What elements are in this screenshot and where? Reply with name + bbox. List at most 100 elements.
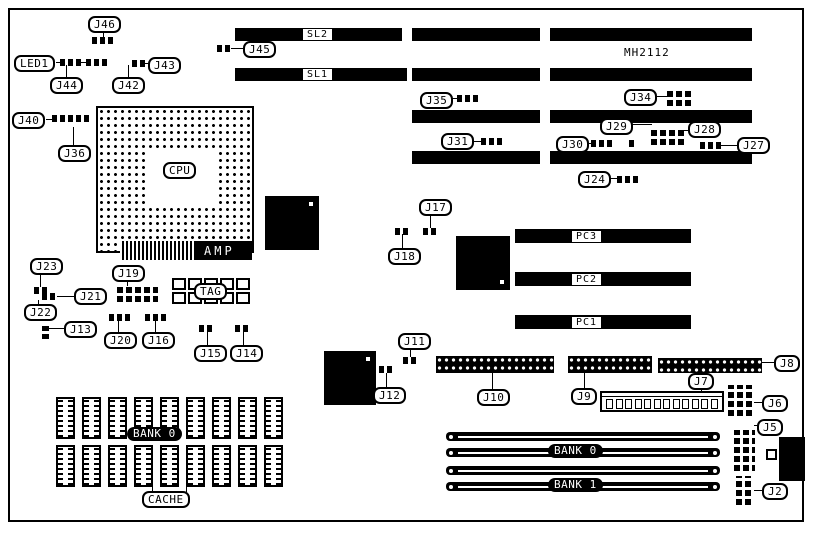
j19-pins bbox=[117, 286, 158, 302]
simm-end-right bbox=[713, 484, 717, 489]
cache-chip bbox=[186, 397, 205, 439]
leader-j8 bbox=[762, 362, 775, 363]
label-j23: J23 bbox=[30, 258, 64, 275]
cache-bank0-label: BANK 0 bbox=[127, 427, 182, 441]
j23-pins bbox=[34, 287, 47, 294]
leader-led1 bbox=[56, 62, 61, 63]
slot-row2-right bbox=[550, 68, 752, 81]
chip-pin1-dot bbox=[500, 280, 504, 284]
j15-pins bbox=[199, 325, 213, 332]
simm-end-right bbox=[713, 450, 717, 455]
cache-chip bbox=[212, 445, 231, 487]
j27-pins bbox=[700, 142, 721, 149]
j7-connector bbox=[600, 391, 724, 412]
j11-pins bbox=[403, 357, 417, 364]
leader-j29 bbox=[629, 124, 652, 125]
j7-pin bbox=[682, 399, 689, 409]
label-j6: J6 bbox=[762, 395, 789, 412]
leader-j20 bbox=[118, 321, 119, 332]
leader-j5 bbox=[754, 425, 759, 426]
leader-j27 bbox=[721, 145, 737, 146]
leader-j35 bbox=[450, 98, 458, 99]
label-j28: J28 bbox=[688, 121, 722, 138]
label-j46: J46 bbox=[88, 16, 122, 33]
j7-pin bbox=[710, 399, 718, 409]
amp-regulator: AMP bbox=[120, 241, 252, 260]
label-j42: J42 bbox=[112, 77, 146, 94]
label-j43: J43 bbox=[148, 57, 182, 74]
leader-j10 bbox=[492, 373, 493, 389]
simm-socket bbox=[446, 432, 720, 441]
chip-pin1-dot bbox=[309, 202, 313, 206]
label-j34: J34 bbox=[624, 89, 658, 106]
slot-sl2-label: SL2 bbox=[303, 29, 333, 40]
j34-pins bbox=[667, 91, 693, 106]
j7-pin bbox=[644, 399, 651, 409]
tag-chip-pad bbox=[236, 278, 250, 290]
j35-pins bbox=[457, 95, 478, 102]
label-j45: J45 bbox=[243, 41, 277, 58]
label-j12: J12 bbox=[373, 387, 407, 404]
simm-slot-slit bbox=[458, 435, 708, 438]
cache-chip bbox=[108, 397, 127, 439]
j21-pins bbox=[42, 293, 58, 300]
cache-chip bbox=[186, 445, 205, 487]
j7-pin bbox=[606, 399, 613, 409]
label-j27: J27 bbox=[737, 137, 771, 154]
cache-chip bbox=[264, 397, 283, 439]
slot-pc3-label: PC3 bbox=[572, 231, 602, 242]
label-j2: J2 bbox=[762, 483, 789, 500]
led1-pins bbox=[60, 59, 81, 66]
leader-j11 bbox=[410, 348, 411, 357]
leader-j9 bbox=[584, 373, 585, 388]
j2-connector bbox=[736, 476, 754, 505]
leader-j21 bbox=[57, 296, 75, 297]
label-j21: J21 bbox=[74, 288, 108, 305]
cache-chip bbox=[238, 397, 257, 439]
leader-j45 bbox=[231, 48, 243, 49]
slot-row1-mid bbox=[412, 28, 540, 41]
leader-j44 bbox=[66, 65, 67, 77]
label-j11: J11 bbox=[398, 333, 432, 350]
simm-end-left bbox=[449, 450, 453, 455]
tag-chip-pad bbox=[236, 292, 250, 304]
j24-pins bbox=[617, 176, 638, 183]
j43-pins bbox=[132, 60, 145, 67]
slot-row3-right bbox=[550, 110, 752, 123]
label-j22: J22 bbox=[24, 304, 58, 321]
simm-socket bbox=[446, 466, 720, 475]
label-j29: J29 bbox=[600, 118, 634, 135]
simm-end-right bbox=[713, 468, 717, 473]
slot-pc2-label: PC2 bbox=[572, 274, 602, 285]
j7-pin bbox=[615, 399, 623, 409]
slot-pc1-label: PC1 bbox=[572, 317, 602, 328]
label-j5: J5 bbox=[757, 419, 784, 436]
j6-connector bbox=[728, 385, 754, 416]
leader-j23 bbox=[40, 273, 41, 287]
j8-connector bbox=[658, 358, 762, 373]
leader-j28 bbox=[684, 130, 689, 131]
label-led1: LED1 bbox=[14, 55, 55, 72]
label-j24: J24 bbox=[578, 171, 612, 188]
chip-lower bbox=[324, 351, 376, 405]
leader-j13 bbox=[48, 328, 65, 329]
tag-chip-pad bbox=[172, 292, 186, 304]
amp-heatsink-stripes bbox=[120, 241, 196, 260]
j30-pin-extra bbox=[629, 140, 635, 147]
label-j14: J14 bbox=[230, 345, 264, 362]
label-j36: J36 bbox=[58, 145, 92, 162]
slot-row1-right bbox=[550, 28, 752, 41]
simm-bank1-label: BANK 1 bbox=[548, 478, 603, 492]
cache-chip bbox=[56, 445, 75, 487]
simm-end-left bbox=[449, 484, 453, 489]
label-j35: J35 bbox=[420, 92, 454, 109]
j40-pins bbox=[52, 115, 90, 122]
cache-chip bbox=[108, 445, 127, 487]
leader-j16 bbox=[155, 321, 156, 332]
label-j20: J20 bbox=[104, 332, 138, 349]
leader-j36 bbox=[73, 127, 74, 145]
label-j30: J30 bbox=[556, 136, 590, 153]
leader-j7 bbox=[701, 388, 702, 392]
j45-pins bbox=[217, 45, 231, 52]
